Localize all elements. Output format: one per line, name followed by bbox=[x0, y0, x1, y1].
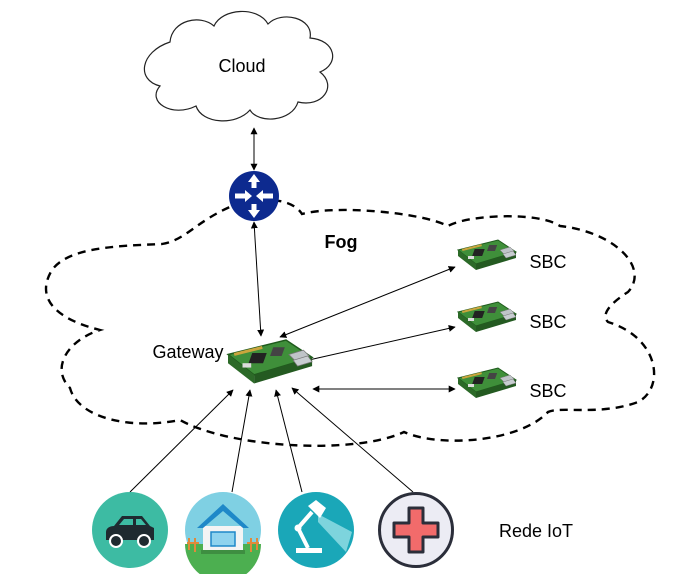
edge-lamp-gateway bbox=[274, 389, 303, 493]
edge-medical-gateway bbox=[291, 387, 414, 493]
cloud-shape bbox=[143, 10, 334, 122]
sbc-board-icon-1 bbox=[457, 239, 517, 271]
connections bbox=[129, 127, 456, 493]
cloud-label: Cloud bbox=[218, 56, 265, 76]
fog-label: Fog bbox=[325, 232, 358, 252]
gateway-label: Gateway bbox=[152, 342, 223, 362]
sbc-board-icon-3 bbox=[457, 367, 517, 399]
sbc-label-3: SBC bbox=[529, 381, 566, 401]
edge-gateway-sbc-1 bbox=[279, 266, 456, 338]
car-icon bbox=[92, 492, 168, 568]
iot-network-label: Rede IoT bbox=[499, 521, 573, 541]
desk-lamp-icon bbox=[278, 492, 354, 568]
gateway-board-icon bbox=[227, 339, 313, 385]
sbc-board-icon-2 bbox=[457, 301, 517, 333]
edge-router-gateway bbox=[250, 221, 265, 337]
edge-gateway-sbc-2 bbox=[299, 324, 456, 365]
edge-house-gateway bbox=[231, 389, 253, 493]
edge-car-gateway bbox=[129, 389, 234, 493]
fog-boundary bbox=[44, 198, 656, 447]
medical-cross-icon bbox=[378, 492, 454, 568]
sbc-label-2: SBC bbox=[529, 312, 566, 332]
house-icon bbox=[185, 492, 261, 574]
router-icon bbox=[229, 171, 279, 221]
sbc-label-1: SBC bbox=[529, 252, 566, 272]
